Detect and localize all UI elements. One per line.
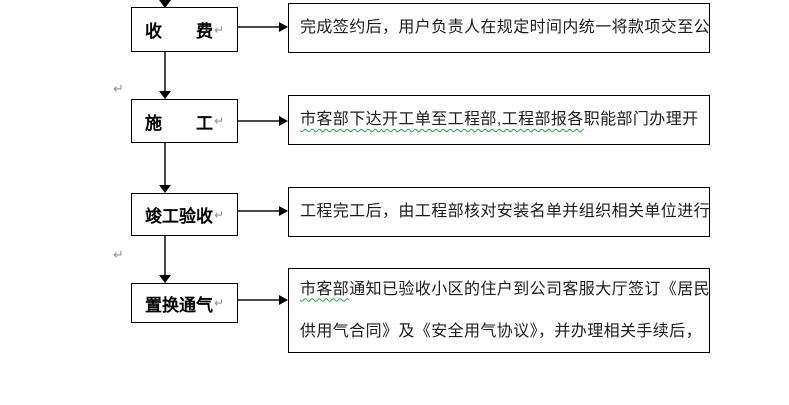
flow-connector-line — [238, 120, 280, 122]
flow-arrowhead-right-icon — [279, 22, 288, 32]
flow-step-description-line: 市客部通知已验收小区的住户到公司客服大厅签订《居民 — [300, 269, 709, 311]
flow-step-box: 竣工验收↵ — [131, 193, 238, 236]
flow-arrowhead-right-icon — [279, 295, 288, 305]
flow-step-label: 置换通气 — [144, 295, 213, 315]
line-break-mark-icon: ↵ — [213, 296, 225, 310]
flow-arrowhead-right-icon — [279, 206, 288, 216]
flow-connector-line — [238, 210, 280, 212]
spellcheck-flagged-text: 市客部 — [300, 280, 350, 298]
line-break-mark-icon: ↵ — [213, 114, 225, 128]
spellcheck-flagged-text: 工程部报各 — [501, 111, 584, 128]
flow-step-box: 收 费↵ — [131, 7, 238, 52]
flow-connector-line — [164, 236, 166, 275]
flow-arrowhead-right-icon — [279, 116, 288, 126]
flow-connector-line — [164, 52, 166, 91]
flow-arrowhead-down-icon — [159, 185, 171, 193]
flow-step-box: 置换通气↵ — [131, 283, 238, 323]
line-break-mark-icon: ↵ — [113, 81, 124, 96]
flow-step-description-box: 市客部通知已验收小区的住户到公司客服大厅签订《居民供用气合同》及《安全用气协议》… — [288, 268, 710, 353]
line-break-mark-icon: ↵ — [113, 247, 124, 262]
flow-step-description-box: 市客部下达开工单至工程部,工程部报各职能部门办理开 — [288, 95, 710, 145]
description-text: 工程完工后，由工程部核对安装名单并组织相关单位进行 — [300, 203, 710, 220]
flow-step-description-line: 工程完工后，由工程部核对安装名单并组织相关单位进行 — [300, 191, 709, 233]
flow-step-description-box: 工程完工后，由工程部核对安装名单并组织相关单位进行 — [288, 187, 710, 237]
description-text: 通知已验收小区的住户到公司客服大厅签订《居民 — [349, 280, 710, 298]
flow-arrowhead-down-icon — [159, 91, 171, 99]
spellcheck-flagged-text: 市客部下达 — [300, 111, 383, 128]
flow-step-label: 竣工验收 — [144, 207, 213, 226]
spellcheck-flagged-text: 开工单至工程部, — [382, 111, 502, 128]
description-text: 供用气合同》及《安全用气协议》，并办理相关手续后， — [300, 322, 703, 340]
line-break-mark-icon: ↵ — [213, 22, 225, 37]
description-text: 职能部门办理开 — [583, 111, 699, 128]
flow-arrowhead-down-icon — [159, 275, 171, 283]
flow-step-description-box: 完成签约后，用户负责人在规定时间内统一将款项交至公 — [288, 3, 710, 53]
flow-step-label: 施 工 — [144, 113, 213, 133]
flow-step-label: 收 费 — [144, 22, 213, 41]
flow-step-description-line: 供用气合同》及《安全用气协议》，并办理相关手续后， — [300, 311, 709, 353]
flow-step-description-line: 完成签约后，用户负责人在规定时间内统一将款项交至公 — [300, 7, 709, 49]
flow-connector-line — [238, 299, 280, 301]
flow-step-description-line: 市客部下达开工单至工程部,工程部报各职能部门办理开 — [300, 99, 709, 141]
flow-step-box: 施 工↵ — [131, 99, 238, 143]
flow-connector-line — [164, 143, 166, 185]
description-text: 完成签约后，用户负责人在规定时间内统一将款项交至公 — [300, 19, 710, 36]
flow-connector-line — [238, 26, 280, 28]
flow-arrowhead-down-icon — [159, 0, 171, 8]
line-break-mark-icon: ↵ — [213, 207, 225, 222]
